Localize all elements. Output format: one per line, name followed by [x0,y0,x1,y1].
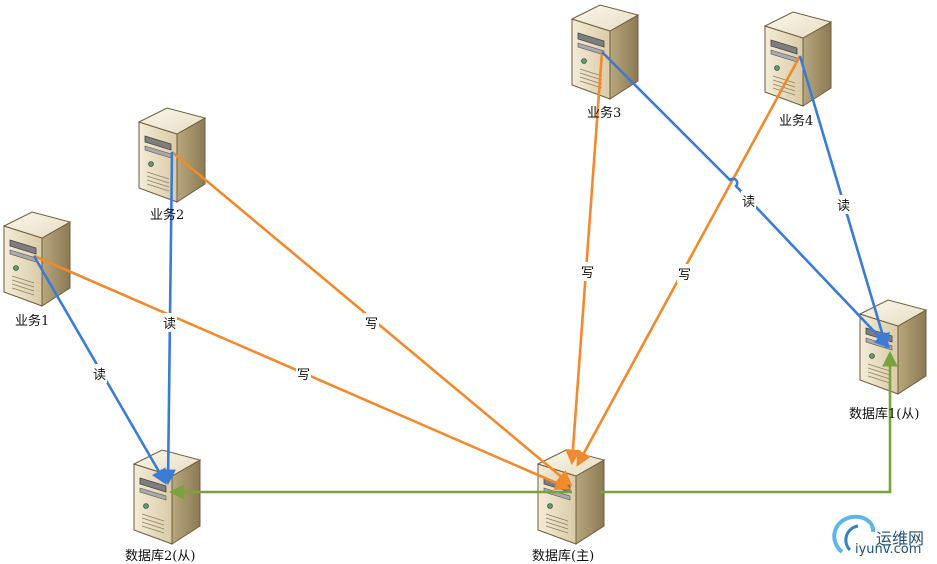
edge-label-read-biz3: 读 [741,191,757,210]
read-edge-biz3 [601,51,891,349]
node-biz1-label: 业务1 [15,314,50,329]
edge-label-read-biz1: 读 [92,364,108,383]
node-biz4-label: 业务4 [779,114,814,129]
watermark-title: 运维网 [876,529,925,548]
edge-label-read-biz2: 读 [162,313,178,332]
write-edge-biz4 [576,55,802,467]
server-biz3-icon [570,4,640,100]
edge-label-write-biz3: 写 [580,262,596,281]
node-db-master-label: 数据库(主) [532,549,595,564]
server-biz1-icon [2,211,72,307]
edge-label-write-biz4: 写 [677,264,693,283]
write-edge-biz3 [565,51,604,466]
watermark-domain: iyunv.com [855,542,922,557]
node-db-slave2-label: 数据库2(从) [125,549,196,564]
node-db-slave1-label: 数据库1(从) [849,407,920,422]
edge-label-write-biz1: 写 [296,364,312,383]
replication-edge-to-slave1 [600,350,898,494]
server-biz2-icon [137,107,207,203]
node-biz3-label: 业务3 [587,106,622,121]
node-biz2-label: 业务2 [150,208,185,223]
server-db-slave1-icon [858,299,928,395]
watermark-logo-icon [832,514,876,554]
edge-label-write-biz2: 写 [364,313,380,332]
edge-label-read-biz4: 读 [836,195,852,214]
